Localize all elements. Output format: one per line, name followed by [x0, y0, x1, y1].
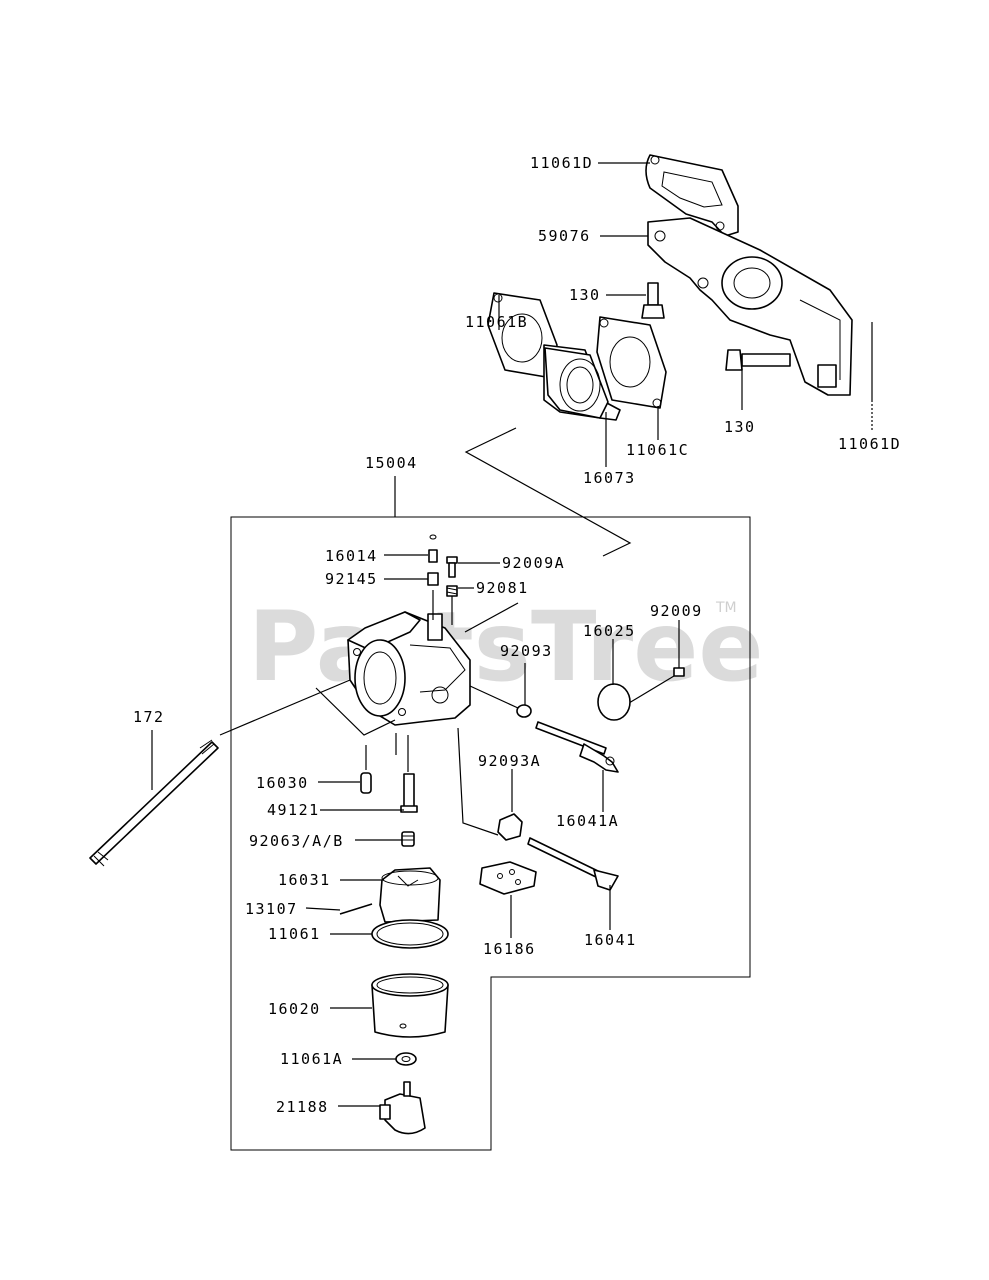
part-130-bolt-right[interactable]	[725, 349, 791, 371]
label-92093A[interactable]: 92093A	[478, 752, 541, 770]
label-16030[interactable]: 16030	[256, 774, 309, 792]
part-labels: 11061D 59076 130 11061B 130 11061D 11061…	[133, 154, 901, 1116]
part-92009-screw[interactable]	[673, 667, 685, 677]
label-92009A[interactable]: 92009A	[502, 554, 565, 572]
part-11061D-gasket-top[interactable]	[645, 154, 739, 237]
label-16073[interactable]: 16073	[583, 469, 636, 487]
label-130-upper[interactable]: 130	[569, 286, 601, 304]
assembly-line-lower	[315, 687, 396, 736]
label-16041A[interactable]: 16041A	[556, 812, 619, 830]
line-92093A-body	[457, 727, 499, 836]
label-16186[interactable]: 16186	[483, 940, 536, 958]
label-130-right[interactable]: 130	[724, 418, 756, 436]
label-92063AB[interactable]: 92063/A/B	[249, 832, 344, 850]
label-92009[interactable]: 92009	[650, 602, 703, 620]
part-16073-spacer[interactable]	[543, 344, 621, 421]
assembly-line-172	[219, 679, 351, 736]
label-21188[interactable]: 21188	[276, 1098, 329, 1116]
label-11061D-top[interactable]: 11061D	[530, 154, 593, 172]
label-15004[interactable]: 15004	[365, 454, 418, 472]
part-92081-spring[interactable]	[446, 585, 458, 597]
line-92093-body	[469, 685, 519, 709]
part-16025-throttle-plate[interactable]	[597, 683, 631, 721]
part-16030-jet[interactable]	[360, 772, 372, 794]
label-16031[interactable]: 16031	[278, 871, 331, 889]
part-130-bolt-upper[interactable]	[641, 282, 665, 319]
part-16186-choke-plate[interactable]	[479, 861, 537, 895]
label-172[interactable]: 172	[133, 708, 165, 726]
part-92093A-bushing[interactable]	[497, 813, 523, 841]
part-13107-pin[interactable]	[339, 903, 373, 915]
part-11061A-washer[interactable]	[395, 1052, 417, 1066]
part-16041A-throttle-shaft[interactable]	[535, 721, 619, 773]
part-49121-tube[interactable]	[400, 773, 418, 813]
part-11061C-gasket[interactable]	[596, 316, 667, 409]
label-13107[interactable]: 13107	[245, 900, 298, 918]
label-11061C[interactable]: 11061C	[626, 441, 689, 459]
label-11061D-right[interactable]: 11061D	[838, 435, 901, 453]
label-11061B[interactable]: 11061B	[465, 313, 528, 331]
label-16014[interactable]: 16014	[325, 547, 378, 565]
assembly-line-right	[464, 602, 519, 633]
part-92093-bushing[interactable]	[516, 704, 532, 718]
label-16041[interactable]: 16041	[584, 931, 637, 949]
part-92009A-screw[interactable]	[446, 556, 458, 578]
part-16041-choke-shaft[interactable]	[527, 837, 619, 891]
part-92063AB-jet[interactable]	[401, 831, 415, 847]
part-11061-gasket[interactable]	[371, 919, 449, 949]
watermark-tm: TM	[715, 600, 737, 616]
label-11061[interactable]: 11061	[268, 925, 321, 943]
part-carburetor-body[interactable]	[347, 611, 471, 726]
label-92145[interactable]: 92145	[325, 570, 378, 588]
part-16031-float[interactable]	[379, 867, 441, 923]
label-16025[interactable]: 16025	[583, 622, 636, 640]
part-92145-spring[interactable]	[427, 572, 439, 586]
part-16020-float-bowl[interactable]	[371, 973, 449, 1038]
label-49121[interactable]: 49121	[267, 801, 320, 819]
label-92093[interactable]: 92093	[500, 642, 553, 660]
label-11061A[interactable]: 11061A	[280, 1050, 343, 1068]
part-21188-solenoid[interactable]	[379, 1081, 426, 1135]
assembly-outline-box	[230, 516, 751, 1151]
part-59076-intake-manifold[interactable]	[647, 217, 853, 396]
label-59076[interactable]: 59076	[538, 227, 591, 245]
part-172-screw[interactable]	[89, 739, 219, 867]
part-16014-jet[interactable]	[428, 534, 438, 563]
label-16020[interactable]: 16020	[268, 1000, 321, 1018]
line-92009b	[623, 675, 675, 707]
assembly-line-upper	[464, 427, 632, 557]
leader-lines	[151, 162, 873, 1107]
label-92081[interactable]: 92081	[476, 579, 529, 597]
